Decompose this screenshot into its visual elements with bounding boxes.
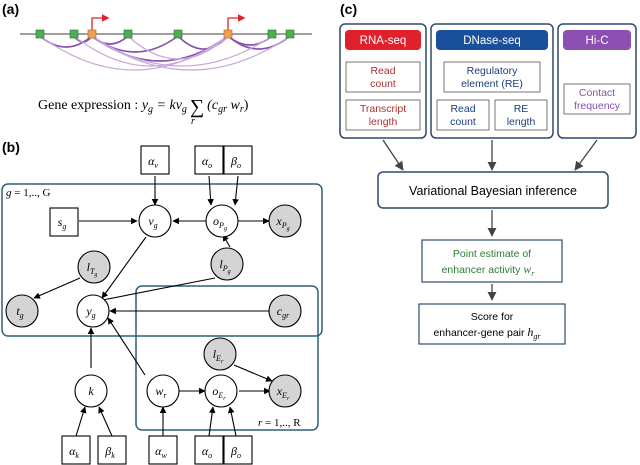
point-estimate-box xyxy=(421,239,563,283)
tss-arrow-icon xyxy=(227,14,246,30)
enhancer-element xyxy=(267,29,277,39)
l-pg-label: lPg xyxy=(219,257,230,275)
k-label: k xyxy=(88,384,94,398)
alpha-o-top-label: αo xyxy=(202,154,212,170)
o-er-label: oEr xyxy=(212,384,226,402)
enhancer-element xyxy=(285,29,295,39)
promoter-element xyxy=(223,29,233,39)
alpha-o-bot-label: αo xyxy=(202,444,212,460)
alpha-v-label: αv xyxy=(148,154,158,170)
alpha-w-label: αw xyxy=(155,444,167,460)
y-g-label: yg xyxy=(85,304,95,320)
plate-enhancer xyxy=(135,285,319,431)
beta-o-top-label: βo xyxy=(230,154,241,170)
l-er-label: lEr xyxy=(213,347,224,365)
x-pg-label: xPg xyxy=(275,214,289,232)
v-g-label: vg xyxy=(148,214,157,230)
model-edges xyxy=(33,175,273,437)
enhancer-element xyxy=(69,29,79,39)
panel-c-label: (c) xyxy=(340,1,357,17)
plate-gene xyxy=(1,183,323,337)
rna-seq-header xyxy=(345,30,421,50)
interaction-arcs-light xyxy=(39,35,291,71)
panel-b-label: (b) xyxy=(2,139,20,155)
promoter-element xyxy=(87,29,97,39)
node-labels: αv αo βo sg vg oPg xPg lTg lPg tg yg cgr… xyxy=(16,154,290,460)
alpha-k-label: αk xyxy=(69,444,79,460)
c-gr-label: cgr xyxy=(277,304,290,320)
s-g-label: sg xyxy=(58,215,67,231)
panel-a-label: (a) xyxy=(2,1,19,17)
plate-enhancer-label: r = 1,.., R xyxy=(258,417,301,429)
t-g-label: tg xyxy=(16,304,23,320)
vb-inference-label: Variational Bayesian inference xyxy=(409,184,577,198)
w-r-label: wr xyxy=(155,384,167,400)
plate-gene-label: g = 1,.., G xyxy=(6,187,50,199)
hic-title: Hi-C xyxy=(586,35,609,47)
l-tg-label: lTg xyxy=(87,260,98,278)
vb-inference-box xyxy=(377,171,609,209)
hic-header xyxy=(563,30,631,50)
gene-expression-equation: Gene expression : yg = kvg∑(cgr wr) xyxy=(38,96,249,118)
dnase-seq-header xyxy=(436,30,548,50)
enhancer-element xyxy=(173,29,183,39)
o-pg-label: oPg xyxy=(213,214,227,232)
enhancer-element xyxy=(35,29,45,39)
score-box xyxy=(418,303,566,345)
beta-k-label: βk xyxy=(104,444,115,460)
enhancer-element xyxy=(123,29,133,39)
rna-seq-title: RNA-seq xyxy=(360,35,407,47)
hyperparameter-nodes xyxy=(49,145,253,465)
genome-track xyxy=(20,14,312,71)
sum-subscript: r xyxy=(191,116,195,127)
flow-arrows xyxy=(382,139,598,301)
dnase-seq-title: DNase-seq xyxy=(463,35,521,47)
x-er-label: xEr xyxy=(276,384,290,402)
beta-o-bot-label: βo xyxy=(230,444,241,460)
variable-nodes xyxy=(5,204,302,408)
tss-arrow-icon xyxy=(91,14,110,30)
